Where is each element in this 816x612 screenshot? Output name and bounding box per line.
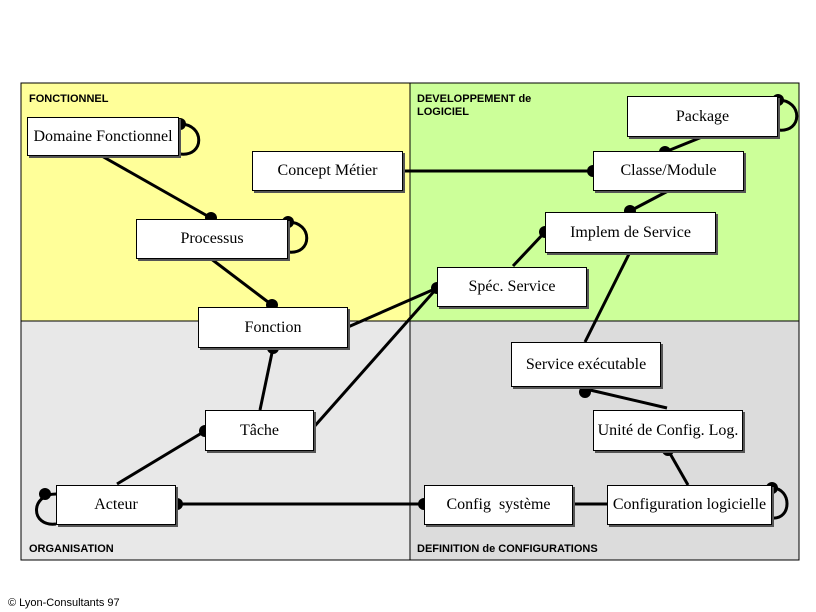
link-package-classe <box>664 135 703 154</box>
quadrant-label-organisation: ORGANISATION <box>29 543 114 555</box>
dot-loop-acteur <box>39 488 51 500</box>
entity-service-executable: Service exécutable <box>511 342 661 387</box>
entity-package: Package <box>627 96 778 137</box>
entity-classe-module: Classe/Module <box>593 151 744 191</box>
entity-label: Classe/Module <box>620 162 717 179</box>
entity-label: Acteur <box>94 496 138 513</box>
entity-fonction: Fonction <box>198 307 348 348</box>
dot-service-exec <box>579 386 591 398</box>
entity-processus: Processus <box>136 219 288 259</box>
link-domaine-processus <box>99 153 212 220</box>
link-unite-config-logicielle <box>666 449 690 486</box>
link-tache-acteur <box>116 429 206 486</box>
link-spec-implem <box>511 230 547 268</box>
entity-label: Config système <box>446 496 551 513</box>
entity-label: Concept Métier <box>277 162 378 179</box>
link-service-unite <box>589 388 668 410</box>
entity-domaine-fonctionnel: Domaine Fonctionnel <box>27 117 179 156</box>
entity-acteur: Acteur <box>56 485 176 525</box>
quadrant-label-fonctionnel: FONCTIONNEL <box>29 93 109 105</box>
entity-implem-de-service: Implem de Service <box>545 212 716 253</box>
entity-config-systeme: Config système <box>424 485 573 525</box>
link-fonction-spec <box>347 286 438 329</box>
entity-label: Configuration logicielle <box>612 496 767 513</box>
entity-label: Fonction <box>244 318 302 336</box>
entity-label: Spéc. Service <box>468 278 556 295</box>
link-classe-implem <box>629 189 669 213</box>
entity-label: Unité de Config. Log. <box>597 421 739 439</box>
entity-tache: Tâche <box>205 410 314 451</box>
quadrant-label-configurations: DEFINITION de CONFIGURATIONS <box>417 543 598 555</box>
entity-concept-metier: Concept Métier <box>252 151 403 191</box>
entity-label: Domaine Fonctionnel <box>33 127 173 145</box>
link-fonction-tache <box>258 347 275 411</box>
link-implem-service <box>583 251 632 343</box>
link-processus-fonction <box>209 256 273 307</box>
entity-label: Service exécutable <box>525 355 647 373</box>
entity-label: Implem de Service <box>570 223 691 241</box>
entity-label: Processus <box>180 230 244 247</box>
loop-domaine <box>179 122 201 156</box>
entity-label: Package <box>675 107 730 125</box>
quadrant-label-developpement: DEVELOPPEMENT de LOGICIEL <box>417 93 532 118</box>
entity-spec-service: Spéc. Service <box>437 267 587 307</box>
entity-label: Tâche <box>239 421 280 439</box>
link-tache-spec <box>311 287 439 429</box>
entity-configuration-logicielle: Configuration logicielle <box>607 485 772 525</box>
copyright-notice: © Lyon-Consultants 97 <box>8 597 120 609</box>
loop-package <box>777 98 799 132</box>
loop-processus <box>287 220 309 254</box>
entity-unite-de-config-log: Unité de Config. Log. <box>593 410 743 451</box>
